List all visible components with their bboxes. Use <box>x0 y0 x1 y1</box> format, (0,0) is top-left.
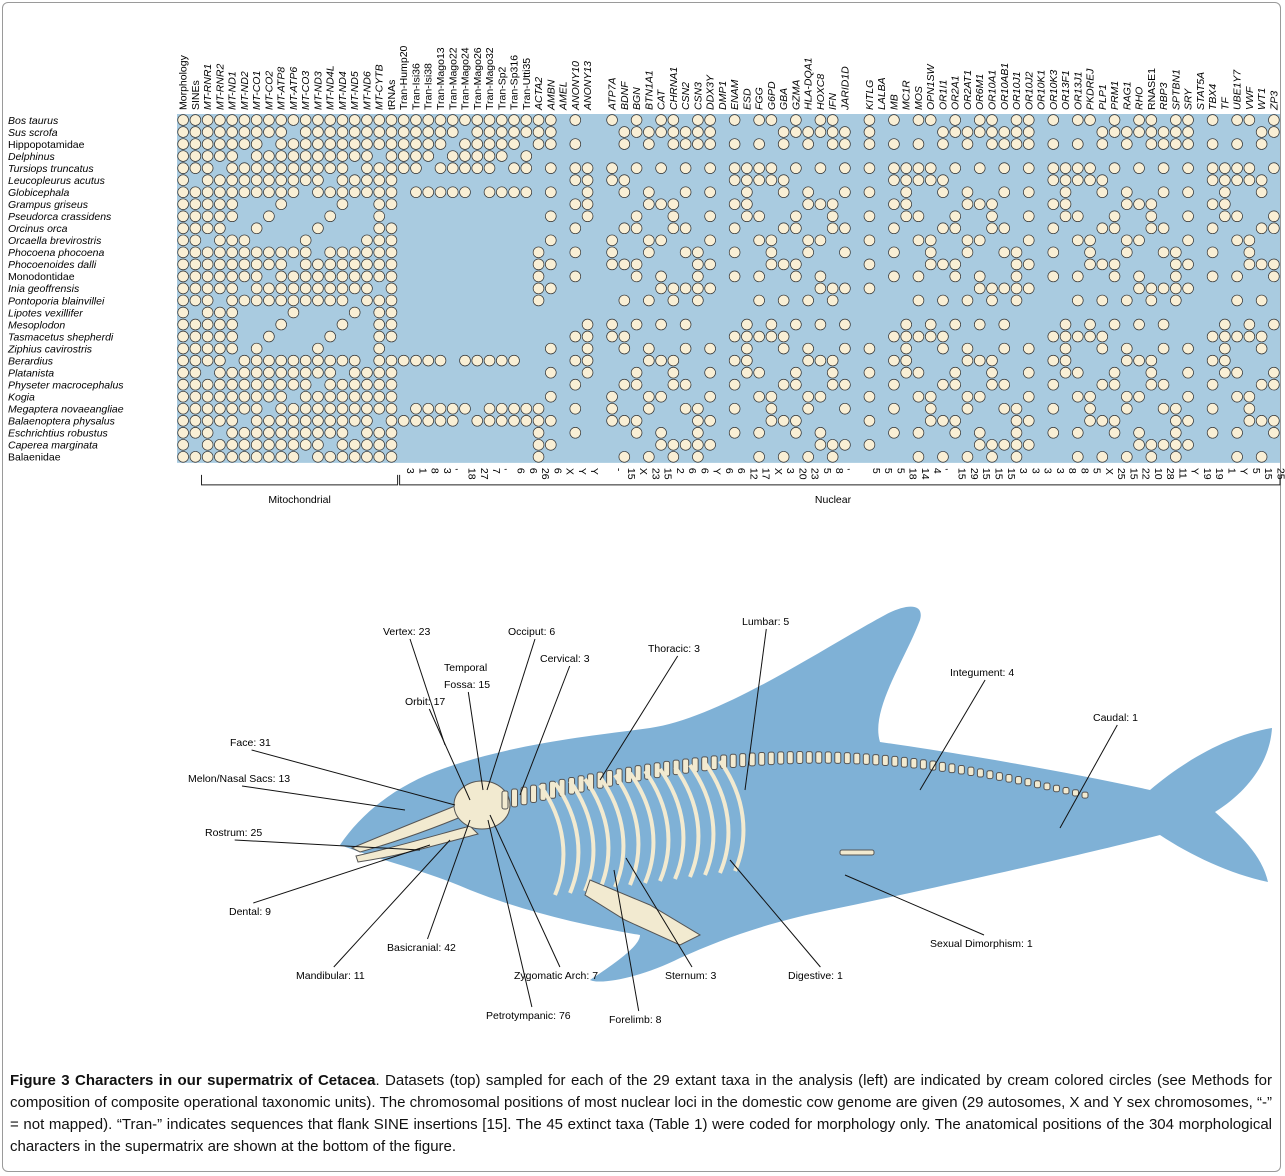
vertebra <box>901 757 907 767</box>
vertebra <box>1082 792 1088 798</box>
dolphin-anatomy-diagram: Vertex: 23 Occiput: 6 TemporalFossa: 15 Cer… <box>0 0 1285 1060</box>
anatomy-label: Digestive: 1 <box>788 970 843 982</box>
vertebra <box>711 756 717 770</box>
anatomy-label: Melon/Nasal Sacs: 13 <box>188 773 290 785</box>
vertebra <box>854 753 860 764</box>
vertebra <box>835 752 841 763</box>
vertebra <box>882 755 888 765</box>
anatomy-label: Zygomatic Arch: 7 <box>514 970 598 982</box>
vertebra <box>844 753 850 764</box>
vertebra <box>740 754 746 767</box>
vertebra <box>759 753 765 766</box>
anatomy-label: Petrotympanic: 76 <box>486 1010 571 1022</box>
anatomy-label: Cervical: 3 <box>540 653 590 665</box>
vertebra <box>977 769 983 777</box>
anatomy-label: Occiput: 6 <box>508 626 555 638</box>
vertebra <box>987 771 993 779</box>
vertebra <box>1034 781 1040 788</box>
vertebra <box>1044 783 1050 790</box>
vertebra <box>768 752 774 764</box>
vertebra <box>892 756 898 766</box>
anatomy-label: Temporal <box>444 662 487 674</box>
anatomy-label: Thoracic: 3 <box>648 643 700 655</box>
vertebra <box>816 752 822 764</box>
vertebra <box>873 755 879 765</box>
anatomy-label: Dental: 9 <box>229 906 271 918</box>
vertebra <box>730 754 736 767</box>
vertebra <box>1053 785 1059 792</box>
anatomy-label: Face: 31 <box>230 737 271 749</box>
anatomy-label: Forelimb: 8 <box>609 1014 662 1026</box>
vertebra <box>797 752 803 764</box>
vertebra <box>863 754 869 765</box>
vertebra <box>1025 779 1031 786</box>
anatomy-label: Orbit: 17 <box>405 696 445 708</box>
anatomy-label: Integument: 4 <box>950 667 1014 679</box>
anatomy-label: Sternum: 3 <box>665 970 717 982</box>
vertebra <box>911 758 917 768</box>
anatomy-label: Vertex: 23 <box>383 626 430 638</box>
vertebra <box>531 785 537 802</box>
anatomy-label: Lumbar: 5 <box>742 616 789 628</box>
pelvic-bone <box>840 850 874 855</box>
anatomy-leader-line <box>253 845 430 903</box>
vertebra <box>607 770 613 786</box>
vertebra <box>920 760 926 769</box>
vertebra <box>996 773 1002 781</box>
anatomy-label: Fossa: 15 <box>444 679 490 691</box>
figure-caption: Figure 3 Characters in our supermatrix o… <box>10 1070 1272 1158</box>
vertebra <box>825 752 831 763</box>
vertebra <box>958 765 964 774</box>
anatomy-label: Sexual Dimorphism: 1 <box>930 938 1033 950</box>
vertebra <box>939 762 945 771</box>
vertebra <box>1015 777 1021 784</box>
vertebra <box>787 752 793 764</box>
vertebra <box>806 752 812 764</box>
vertebra <box>683 759 689 773</box>
anatomy-label: Caudal: 1 <box>1093 712 1138 724</box>
vertebra <box>778 752 784 764</box>
vertebra <box>968 767 974 775</box>
vertebra <box>949 764 955 773</box>
caption-title: Figure 3 Characters in our supermatrix o… <box>10 1072 375 1089</box>
anatomy-leader-line <box>410 639 445 745</box>
anatomy-label: Rostrum: 25 <box>205 827 262 839</box>
anatomy-label: Mandibular: 11 <box>296 970 365 982</box>
anatomy-label: Basicranial: 42 <box>387 942 456 954</box>
vertebra <box>512 789 518 807</box>
anatomy-leader-line <box>242 786 405 810</box>
vertebra <box>1063 787 1069 793</box>
vertebra <box>1072 790 1078 796</box>
vertebra <box>502 791 508 809</box>
vertebra <box>1006 775 1012 783</box>
vertebra <box>578 776 584 792</box>
